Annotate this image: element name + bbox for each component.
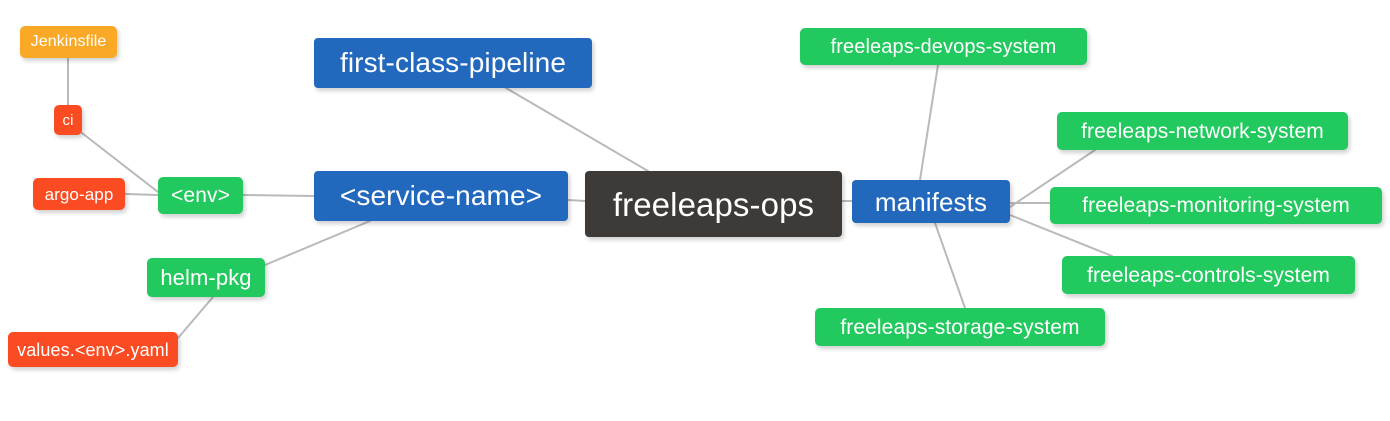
edge-service-name-to-freeleaps-ops <box>567 199 586 202</box>
node-label-freeleaps-ops: freeleaps-ops <box>612 185 815 223</box>
edge-values-env-yaml-to-helm-pkg <box>177 296 214 339</box>
node-freeleaps-controls-system[interactable]: freeleaps-controls-system <box>1062 256 1355 294</box>
node-label-freeleaps-monitoring-system: freeleaps-monitoring-system <box>1082 194 1350 217</box>
node-label-ci: ci <box>62 111 74 129</box>
node-label-argo-app: argo-app <box>44 184 114 204</box>
node-label-manifests: manifests <box>874 186 988 217</box>
node-label-service-name: <service-name> <box>339 180 543 211</box>
node-label-freeleaps-controls-system: freeleaps-controls-system <box>1087 263 1330 287</box>
node-label-freeleaps-network-system: freeleaps-network-system <box>1081 119 1324 143</box>
edge-env-to-service-name <box>242 194 315 197</box>
node-label-values-env-yaml: values.<env>.yaml <box>17 339 169 360</box>
node-label-freeleaps-devops-system: freeleaps-devops-system <box>830 35 1057 58</box>
node-manifests[interactable]: manifests <box>852 180 1010 223</box>
node-argo-app[interactable]: argo-app <box>33 178 125 210</box>
edge-argo-app-to-env <box>124 193 159 196</box>
node-freeleaps-monitoring-system[interactable]: freeleaps-monitoring-system <box>1050 187 1382 224</box>
node-label-helm-pkg: helm-pkg <box>160 264 252 290</box>
node-Jenkinsfile[interactable]: Jenkinsfile <box>20 26 117 58</box>
node-freeleaps-storage-system[interactable]: freeleaps-storage-system <box>815 308 1105 346</box>
node-service-name[interactable]: <service-name> <box>314 171 568 221</box>
node-env[interactable]: <env> <box>158 177 243 214</box>
edge-manifests-to-freeleaps-devops-system <box>919 64 939 181</box>
edge-first-class-pipeline-to-freeleaps-ops <box>505 87 649 172</box>
node-label-env: <env> <box>171 184 230 207</box>
node-freeleaps-ops[interactable]: freeleaps-ops <box>585 171 842 237</box>
node-freeleaps-network-system[interactable]: freeleaps-network-system <box>1057 112 1348 150</box>
node-ci[interactable]: ci <box>54 105 82 135</box>
node-first-class-pipeline[interactable]: first-class-pipeline <box>314 38 592 88</box>
node-freeleaps-devops-system[interactable]: freeleaps-devops-system <box>800 28 1087 65</box>
node-label-Jenkinsfile: Jenkinsfile <box>30 33 107 50</box>
edge-manifests-to-freeleaps-storage-system <box>934 222 966 309</box>
node-helm-pkg[interactable]: helm-pkg <box>147 258 265 297</box>
node-label-first-class-pipeline: first-class-pipeline <box>339 47 567 78</box>
node-label-freeleaps-storage-system: freeleaps-storage-system <box>840 315 1080 339</box>
edge-helm-pkg-to-service-name <box>264 220 371 266</box>
node-values-env-yaml[interactable]: values.<env>.yaml <box>8 332 178 367</box>
